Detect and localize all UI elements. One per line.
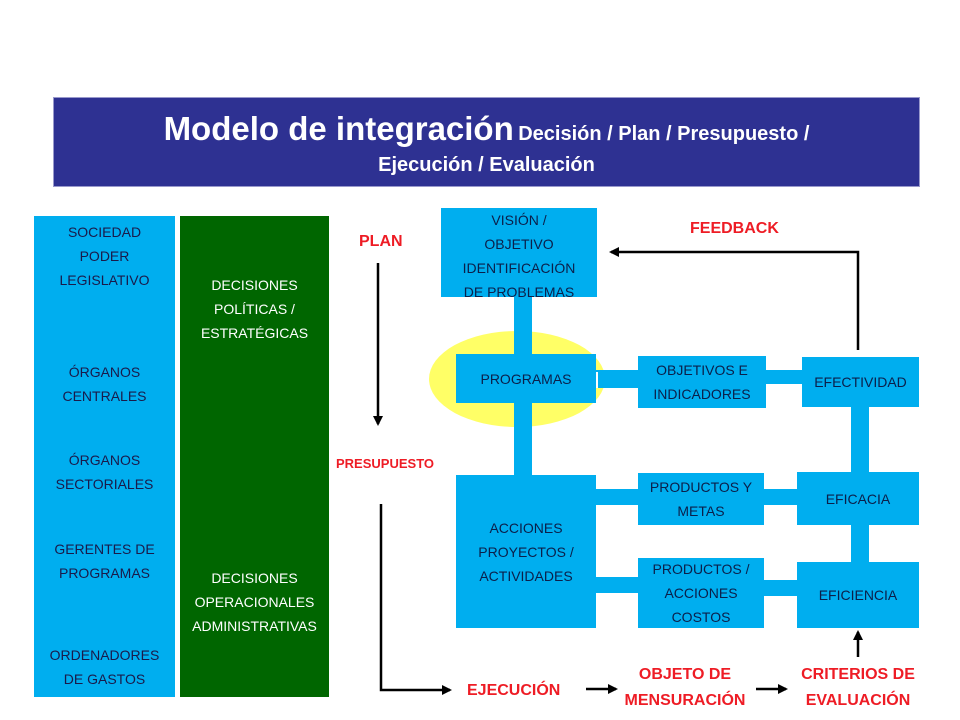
- productos-acciones-line-1: PRODUCTOS /: [652, 561, 750, 577]
- organos-centrales-block: ÓRGANOS CENTRALES: [34, 360, 175, 408]
- ejecucion-label: EJECUCIÓN: [467, 682, 561, 699]
- connector-programas-acciones: [514, 402, 532, 476]
- objeto-mensuracion-line-2: MENSURACIÓN: [624, 692, 746, 709]
- efectividad-box: EFECTIVIDAD: [802, 357, 919, 407]
- objeto-mensuracion-line-1: OBJETO DE: [638, 666, 732, 683]
- productos-metas-box: PRODUCTOS Y METAS: [638, 473, 764, 525]
- connector-acciones-productos-metas: [596, 489, 638, 505]
- vision-line-4: DE PROBLEMAS: [463, 284, 575, 300]
- presupuesto-to-ejecucion-arrow: [379, 504, 452, 695]
- connector-efectividad-eficacia: [851, 407, 869, 473]
- ordenadores-line-1: ORDENADORES: [49, 647, 160, 663]
- productos-metas-line-1: PRODUCTOS Y: [649, 479, 753, 495]
- organos-centrales-line-2: CENTRALES: [62, 388, 147, 404]
- objeto-mensuracion-label: OBJETO DE MENSURACIÓN: [610, 662, 760, 714]
- connector-objetivos-efectividad: [766, 370, 802, 384]
- acciones-line-1: ACCIONES: [489, 519, 563, 536]
- title-subtitle-part-1: Decisión / Plan / Presupuesto /: [518, 123, 810, 145]
- productos-acciones-line-3: COSTOS: [671, 609, 731, 625]
- criterios-evaluacion-label: CRITERIOS DE EVALUACIÓN: [783, 662, 933, 714]
- decisiones-politicas-line-1: DECISIONES: [211, 277, 298, 293]
- productos-acciones-box: PRODUCTOS / ACCIONES COSTOS: [638, 558, 764, 628]
- productos-metas-line-2: METAS: [677, 503, 725, 519]
- productos-acciones-line-2: ACCIONES: [664, 585, 738, 601]
- objetivos-line-1: OBJETIVOS E: [656, 362, 748, 378]
- society-line-1: SOCIEDAD: [67, 224, 142, 240]
- programas-box: PROGRAMAS: [456, 354, 596, 403]
- decisiones-operacionales-line-2: OPERACIONALES: [194, 594, 315, 610]
- vision-line-3: IDENTIFICACIÓN: [462, 260, 576, 276]
- ordenadores-block: ORDENADORES DE GASTOS: [34, 643, 175, 691]
- gerentes-block: GERENTES DE PROGRAMAS: [34, 537, 175, 585]
- eficiencia-label: EFICIENCIA: [818, 587, 898, 603]
- organos-sectoriales-line-2: SECTORIALES: [55, 476, 154, 492]
- acciones-box: ACCIONES PROYECTOS / ACTIVIDADES: [456, 475, 596, 628]
- organos-centrales-line-1: ÓRGANOS: [68, 364, 141, 380]
- society-line-3: LEGISLATIVO: [59, 272, 150, 288]
- connector-eficacia-eficiencia: [851, 525, 869, 563]
- connector-gap-mark: [594, 372, 598, 388]
- title-main: Modelo de integración: [163, 110, 514, 147]
- gerentes-line-1: GERENTES DE: [54, 541, 155, 557]
- programas-label: PROGRAMAS: [480, 370, 572, 387]
- efectividad-label: EFECTIVIDAD: [814, 374, 907, 390]
- connector-acciones-productos-acciones: [596, 577, 638, 593]
- title-line-1: Modelo de integración Decisión / Plan / …: [54, 110, 919, 148]
- vision-line-2: OBJETIVO: [484, 236, 554, 252]
- gerentes-line-2: PROGRAMAS: [58, 565, 150, 581]
- connector-metas-eficacia: [764, 489, 798, 505]
- objetivos-line-2: INDICADORES: [653, 386, 751, 402]
- society-top-block: SOCIEDAD PODER LEGISLATIVO: [34, 220, 175, 292]
- feedback-label: FEEDBACK: [690, 220, 779, 237]
- ordenadores-line-2: DE GASTOS: [63, 671, 146, 687]
- connector-costos-eficiencia: [764, 580, 798, 596]
- society-column: SOCIEDAD PODER LEGISLATIVO ÓRGANOS CENTR…: [34, 216, 175, 697]
- acciones-line-3: ACTIVIDADES: [479, 567, 573, 584]
- decisiones-operacionales-line-3: ADMINISTRATIVAS: [192, 618, 317, 634]
- criterios-evaluacion-line-1: CRITERIOS DE: [801, 666, 915, 683]
- eficiencia-box: EFICIENCIA: [797, 562, 919, 628]
- criterios-evaluacion-line-2: EVALUACIÓN: [805, 692, 911, 709]
- connector-programas-objetivos: [596, 370, 638, 388]
- vision-line-1: VISIÓN /: [491, 212, 547, 228]
- connector-vision-programas: [514, 296, 532, 356]
- objetivos-box: OBJETIVOS E INDICADORES: [638, 356, 766, 408]
- title-banner: Modelo de integración Decisión / Plan / …: [53, 97, 920, 187]
- acciones-line-2: PROYECTOS /: [478, 543, 574, 560]
- society-line-2: PODER: [79, 248, 130, 264]
- decisions-column: DECISIONES POLÍTICAS / ESTRATÉGICAS DECI…: [180, 216, 329, 697]
- eficacia-box: EFICACIA: [797, 472, 919, 525]
- eficacia-label: EFICACIA: [825, 490, 891, 507]
- presupuesto-label: PRESUPUESTO: [336, 456, 435, 471]
- organos-sectoriales-line-1: ÓRGANOS: [68, 452, 141, 468]
- decisiones-operacionales-line-1: DECISIONES: [211, 570, 298, 586]
- decisiones-operacionales-block: DECISIONES OPERACIONALES ADMINISTRATIVAS: [180, 566, 329, 638]
- feedback-loop-arrow: [609, 247, 860, 350]
- plan-label: PLAN: [359, 233, 403, 250]
- decisiones-politicas-line-3: ESTRATÉGICAS: [200, 325, 309, 341]
- decisiones-politicas-line-2: POLÍTICAS /: [214, 301, 295, 317]
- decisiones-politicas-block: DECISIONES POLÍTICAS / ESTRATÉGICAS: [180, 273, 329, 345]
- vision-box: VISIÓN / OBJETIVO IDENTIFICACIÓN DE PROB…: [441, 208, 597, 300]
- organos-sectoriales-block: ÓRGANOS SECTORIALES: [34, 448, 175, 496]
- title-subtitle-part-2: Ejecución / Evaluación: [378, 154, 595, 176]
